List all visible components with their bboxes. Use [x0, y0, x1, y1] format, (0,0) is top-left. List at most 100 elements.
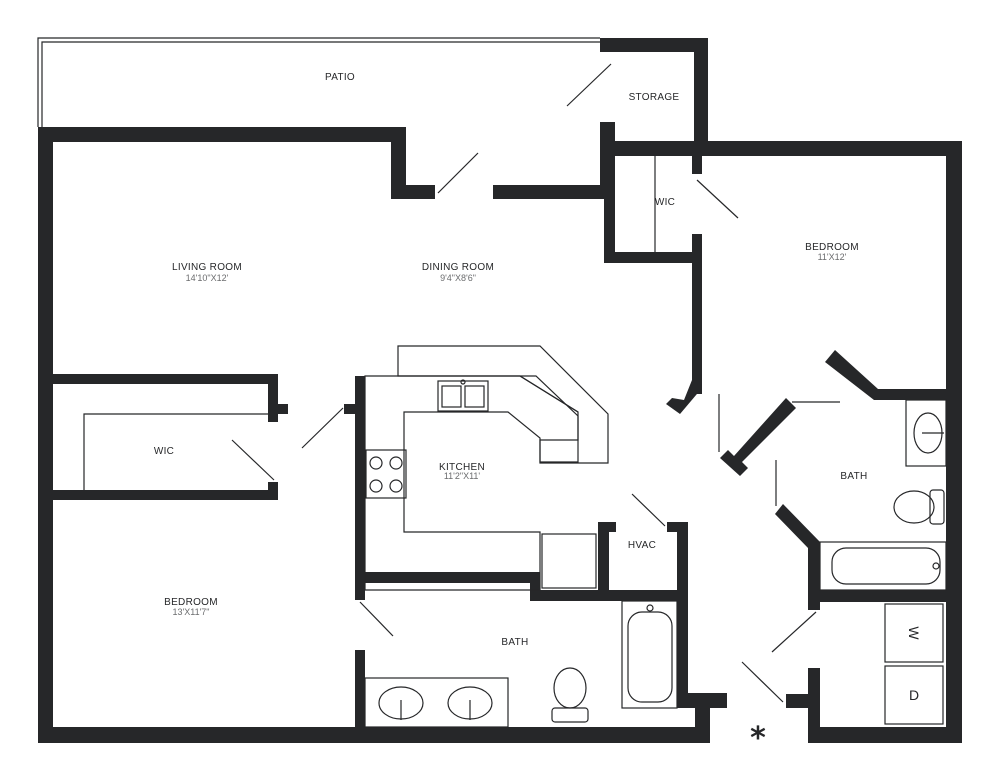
wall-entry-stub	[786, 694, 820, 708]
toilet-tank-icon	[551, 707, 589, 723]
wall-mbath-door-angle	[720, 398, 796, 476]
door-swing-icon	[231, 439, 275, 481]
label-kitchen: KITCHEN	[439, 462, 485, 473]
wall-right	[946, 141, 962, 743]
stove-icon	[365, 449, 407, 499]
label-storage: STORAGE	[629, 92, 680, 103]
master-vanity	[905, 399, 947, 467]
label-bath-master: BATH	[840, 471, 867, 482]
dim-dining-room: 9'4"X8'6"	[440, 273, 476, 283]
drain-icon	[646, 604, 654, 612]
dishwasher-icon	[541, 533, 597, 589]
label-dining-room: DINING ROOM	[422, 262, 494, 273]
wall-wic2-top-right	[268, 374, 278, 422]
burner-icon	[369, 479, 383, 493]
doors	[231, 63, 840, 703]
dim-bedroom-master: 11'X12'	[818, 252, 847, 262]
wall-bottom-left	[38, 727, 710, 743]
wall-kitchen-left	[355, 376, 365, 600]
wall-top-bedroom	[600, 141, 962, 156]
dim-living-room: 14'10"X12'	[186, 273, 229, 283]
door-swing-icon	[696, 179, 739, 219]
kitchen-island	[364, 375, 579, 591]
label-patio: PATIO	[325, 72, 355, 83]
wall-hvac-left-cap	[598, 522, 616, 532]
wall-wic2-bottom	[38, 490, 278, 500]
wall-bed-left	[692, 234, 702, 394]
label-hvac: HVAC	[628, 540, 656, 551]
bathtub-inner	[831, 547, 941, 585]
label-wic-master: WIC	[655, 197, 675, 208]
door-swing-icon	[359, 601, 394, 637]
wall-kitchen-bottom	[355, 572, 537, 583]
wall-kitchen-stub	[344, 404, 365, 414]
wall-wic2-bottom-right	[268, 482, 278, 500]
dim-bedroom-second: 13'X11'7"	[173, 607, 210, 617]
door-swing-icon	[771, 611, 817, 653]
wall-mbath-bottom	[808, 590, 962, 602]
wall-kitchen-step	[530, 572, 540, 601]
stove	[365, 449, 407, 499]
toilet-tank-icon	[929, 489, 945, 525]
wic2-shelf	[83, 413, 268, 490]
wall-wic2-stub	[268, 404, 288, 414]
wall-hvac-right	[677, 522, 688, 708]
sink-basin-right	[464, 385, 485, 408]
entry-marker-icon: *	[750, 721, 766, 756]
wall-wic-right-top	[692, 156, 702, 174]
bathtub-icon	[621, 600, 678, 709]
vanity-counter	[364, 677, 509, 728]
washer-box	[884, 603, 944, 663]
label-washer: W	[906, 626, 922, 640]
outlines	[37, 37, 947, 728]
label-bath-second: BATH	[501, 637, 528, 648]
wall-mbath-top-angle	[825, 350, 946, 400]
second-bath-fixtures	[378, 600, 678, 723]
wall-left	[38, 127, 53, 743]
sink-icon	[437, 380, 489, 412]
wall-mbath-left-angle	[775, 504, 820, 610]
patio-rail-inner	[41, 41, 600, 127]
wall-bottom-right	[808, 727, 962, 743]
bathtub-icon	[819, 541, 947, 591]
wall-top-step	[391, 127, 406, 199]
door-swing-icon	[437, 152, 479, 194]
wall-hvac-right-cap	[667, 522, 688, 532]
kitchen-sink	[437, 379, 489, 412]
drain-icon	[932, 562, 940, 570]
wall-top-living	[38, 127, 406, 142]
kitchen-counter-inner	[519, 375, 579, 413]
wall-top-step-h	[391, 185, 435, 199]
wall-wic-left	[604, 141, 615, 263]
door-swing-icon	[741, 661, 784, 703]
walls	[38, 38, 962, 743]
bathtub-inner	[627, 611, 673, 703]
label-bedroom-master: BEDROOM	[805, 242, 859, 253]
master-bath-fixtures	[819, 412, 947, 591]
wall-bath2-left	[355, 650, 365, 743]
wall-bed-angle	[666, 380, 702, 414]
wall-storage-right	[694, 38, 708, 156]
label-dryer: D	[909, 687, 919, 703]
wall-dining-top	[493, 185, 615, 199]
toilet-icon	[553, 667, 587, 709]
wall-wic2-top	[38, 374, 278, 384]
dim-kitchen: 11'2"X11'	[444, 471, 481, 481]
wall-laundry-left	[808, 590, 820, 610]
patio-rail	[37, 37, 600, 127]
door-swing-icon	[566, 63, 612, 107]
label-bedroom-second: BEDROOM	[164, 597, 218, 608]
wall-wic-bottom	[604, 252, 700, 263]
wall-storage-top	[600, 38, 708, 52]
door-swing-icon	[631, 493, 666, 527]
toilet-icon	[893, 490, 935, 524]
faucet-icon	[460, 379, 466, 385]
burner-icon	[369, 456, 383, 470]
burner-icon	[389, 456, 403, 470]
burner-icon	[389, 479, 403, 493]
wall-bath2-corner-down	[695, 693, 710, 743]
label-living-room: LIVING ROOM	[172, 262, 242, 273]
sink-basin-left	[441, 385, 462, 408]
wall-hvac-left	[598, 522, 609, 601]
